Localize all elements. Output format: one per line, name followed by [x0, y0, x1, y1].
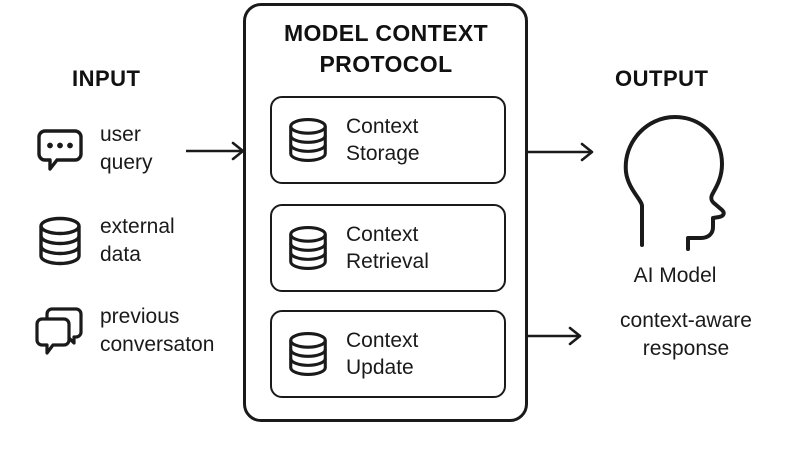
mcp-title-line2: PROTOCOL [319, 51, 453, 77]
mcp-title: MODEL CONTEXT PROTOCOL [252, 18, 520, 80]
input-heading: INPUT [72, 66, 141, 91]
mcp-card-label: Context Storage [346, 115, 420, 165]
head-profile-icon [618, 105, 732, 251]
input-item-previous-conversation: previous conversaton [34, 300, 264, 362]
arrow-mcp-to-model-icon [525, 141, 597, 163]
output-model-label: AI Model [633, 264, 717, 287]
output-response-label: context-aware response [620, 309, 752, 360]
database-cylinder-icon [280, 225, 336, 271]
input-item-user-query: user query [34, 118, 234, 180]
database-cylinder-icon [280, 117, 336, 163]
mcp-card-context-update[interactable]: Context Update [270, 310, 506, 398]
mcp-card-label: Context Retrieval [346, 223, 429, 273]
mcp-title-line1: MODEL CONTEXT [283, 20, 489, 46]
double-speech-bubble-icon [34, 306, 86, 356]
database-cylinder-icon [280, 331, 336, 377]
database-cylinder-icon [34, 216, 86, 266]
input-item-external-data: external data [34, 210, 234, 272]
output-heading: OUTPUT [615, 66, 709, 91]
mcp-card-context-storage[interactable]: Context Storage [270, 96, 506, 184]
mcp-card-label: Context Update [346, 329, 419, 379]
input-item-label: external data [100, 215, 175, 266]
arrow-input-to-mcp-icon [186, 140, 248, 162]
mcp-card-context-retrieval[interactable]: Context Retrieval [270, 204, 506, 292]
arrow-mcp-to-response-icon [525, 325, 585, 347]
speech-bubble-dots-icon [34, 126, 86, 172]
input-item-label: user query [100, 123, 153, 174]
input-item-label: previous conversaton [100, 305, 215, 356]
